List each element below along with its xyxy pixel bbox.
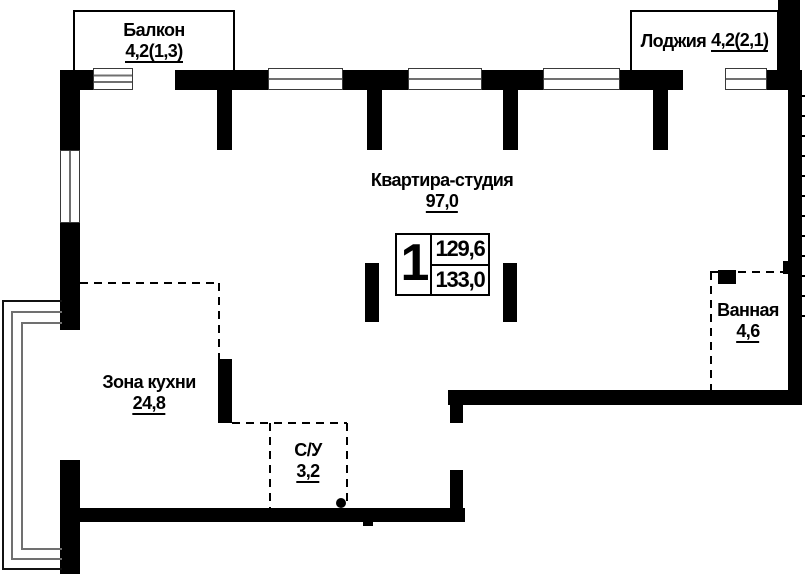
window — [543, 68, 620, 90]
balcony-outline: Балкон 4,2(1,3) — [73, 10, 235, 70]
window — [268, 68, 343, 90]
room-label-wc: С/У 3,2 — [294, 440, 322, 483]
stamp-upper-area: 129,6 — [435, 236, 485, 262]
dashed-boundary — [218, 283, 220, 359]
column — [367, 90, 382, 150]
room-label-bathroom: Ванная 4,6 — [717, 300, 779, 343]
wall-segment — [448, 390, 802, 405]
window — [93, 68, 133, 90]
window — [725, 68, 767, 90]
apartment-stamp: 1 129,6 133,0 — [395, 233, 490, 296]
wall-segment — [778, 0, 800, 72]
bay-window-frame — [11, 311, 62, 560]
wall-segment — [450, 470, 463, 510]
wall-segment — [175, 70, 268, 90]
loggia-outline: Лоджия 4,2(2,1) — [630, 10, 779, 70]
wall-segment — [450, 405, 463, 423]
column — [503, 263, 517, 322]
room-name-bathroom: Ванная — [717, 300, 779, 320]
dashed-boundary — [232, 422, 347, 424]
room-area-bathroom: 4,6 — [736, 321, 760, 343]
wall-segment — [60, 508, 465, 522]
shaft-block — [718, 270, 736, 284]
dashed-boundary — [710, 272, 712, 390]
wall-segment — [788, 70, 802, 405]
wall-segment — [60, 70, 80, 150]
wall-segment — [482, 70, 543, 90]
window — [60, 150, 80, 223]
dashed-boundary — [269, 423, 271, 508]
wall-mark — [363, 522, 373, 526]
dashed-boundary — [80, 282, 218, 284]
room-area-balcony: 4,2(1,3) — [125, 40, 183, 63]
dashed-boundary — [710, 271, 788, 273]
wall-segment — [783, 261, 788, 274]
room-area-studio: 97,0 — [425, 191, 459, 213]
column — [217, 90, 232, 150]
column — [653, 90, 668, 150]
wall-segment — [620, 70, 683, 90]
room-label-loggia: Лоджия — [640, 30, 707, 51]
room-area-loggia: 4,2(2,1) — [711, 30, 769, 52]
stamp-rooms-count: 1 — [400, 233, 430, 292]
room-label-balcony: Балкон — [123, 19, 185, 40]
bay-window-frame — [2, 300, 62, 570]
room-name-wc: С/У — [294, 440, 322, 460]
stamp-lower-area: 133,0 — [432, 263, 488, 295]
column — [365, 263, 379, 322]
plumbing-point — [336, 498, 346, 508]
room-label-studio: Квартира-студия 97,0 — [370, 170, 514, 213]
room-name-kitchen: Зона кухни — [102, 372, 196, 392]
window — [408, 68, 482, 90]
wall-hatch-ticks — [800, 95, 805, 320]
room-area-wc: 3,2 — [296, 461, 320, 483]
room-label-kitchen: Зона кухни 24,8 — [102, 372, 196, 415]
dashed-boundary — [346, 423, 348, 501]
room-area-kitchen: 24,8 — [132, 393, 166, 415]
column — [503, 90, 518, 150]
bay-window-frame — [21, 322, 62, 550]
wall-segment — [60, 223, 80, 330]
room-name-studio: Квартира-студия — [370, 170, 514, 190]
wall-segment — [343, 70, 408, 90]
wall-segment — [218, 359, 232, 423]
